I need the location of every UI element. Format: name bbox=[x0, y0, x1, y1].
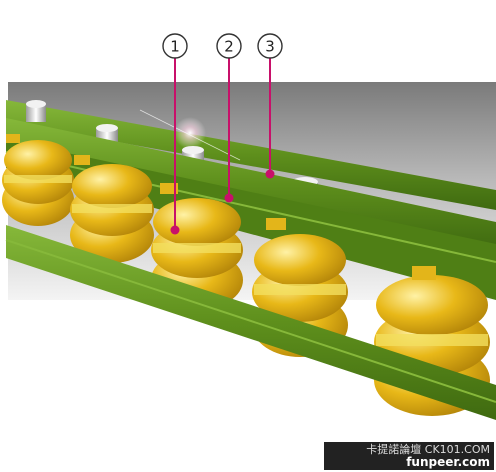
callout-number: 3 bbox=[265, 38, 275, 56]
callout-2: 2 bbox=[216, 33, 242, 203]
callout-number: 1 bbox=[170, 38, 180, 56]
callout-1: 1 bbox=[162, 33, 188, 235]
bolts bbox=[6, 134, 436, 280]
bolt bbox=[6, 134, 20, 143]
watermark: 卡提諾論壇 CK101.COM funpeer.com bbox=[324, 442, 494, 470]
callout-3: 3 bbox=[257, 33, 283, 179]
post-top bbox=[96, 124, 118, 132]
callout-circle bbox=[162, 33, 188, 59]
upper-rail-back bbox=[6, 100, 496, 210]
roller bbox=[2, 140, 74, 226]
bolt bbox=[160, 183, 178, 194]
upper-rail bbox=[6, 118, 496, 250]
post bbox=[26, 104, 46, 122]
bolt bbox=[266, 218, 286, 230]
callout-dot bbox=[224, 193, 234, 203]
watermark-domain: funpeer.com bbox=[406, 455, 490, 469]
roller bbox=[70, 164, 154, 263]
callout-circle bbox=[257, 33, 283, 59]
callout-number: 2 bbox=[224, 38, 234, 56]
callout-circle bbox=[216, 33, 242, 59]
bolt bbox=[412, 266, 436, 280]
lower-rail-highlight bbox=[5, 239, 496, 403]
lens-flare bbox=[174, 117, 206, 149]
flare-ray bbox=[139, 109, 241, 161]
watermark-site: 卡提諾論壇 CK101.COM bbox=[366, 443, 490, 456]
callout-dot bbox=[265, 169, 275, 179]
lower-rail bbox=[6, 225, 496, 420]
post-top bbox=[26, 100, 46, 108]
bolt bbox=[74, 155, 90, 165]
callout-dot bbox=[170, 225, 180, 235]
